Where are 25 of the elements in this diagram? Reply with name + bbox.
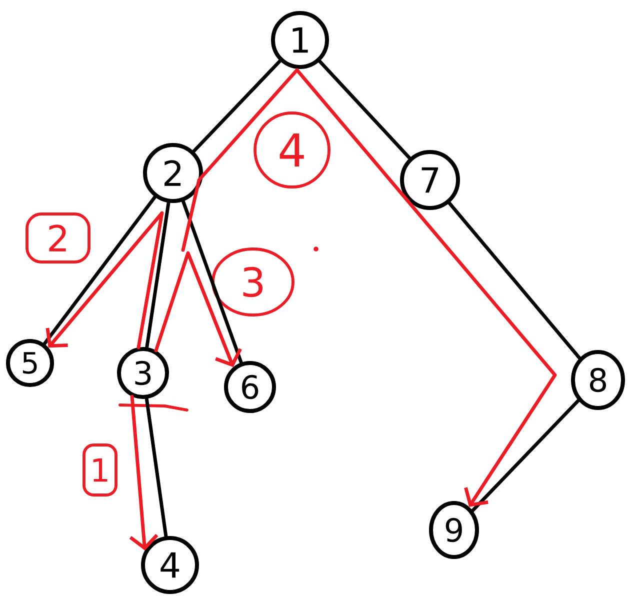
arrow [181, 68, 557, 507]
tree-node: 7 [400, 150, 460, 210]
tree-edge [470, 398, 580, 512]
tree-edge [145, 200, 170, 350]
tree-node: 8 [571, 350, 625, 410]
tree-node: 9 [429, 501, 479, 559]
callout-number: 2 [26, 212, 90, 264]
callout-number: 1 [82, 444, 118, 496]
tree-node: 6 [224, 361, 276, 413]
tree-edge [318, 60, 412, 160]
tree-edge [42, 195, 157, 346]
tree-node: 5 [6, 339, 54, 387]
tree-edge [448, 201, 582, 360]
callout-number: 4 [254, 112, 330, 188]
tree-edge [144, 397, 168, 538]
callout-number: 3 [212, 248, 294, 316]
arrow [46, 211, 164, 350]
arrow [129, 394, 158, 550]
tree-node: 2 [143, 143, 203, 203]
tree-edge [181, 200, 243, 364]
tree-node: 3 [117, 347, 169, 399]
arrow [154, 251, 242, 368]
tree-edge [192, 59, 282, 154]
tree-node: 4 [141, 536, 199, 594]
tree-node: 1 [271, 11, 329, 69]
